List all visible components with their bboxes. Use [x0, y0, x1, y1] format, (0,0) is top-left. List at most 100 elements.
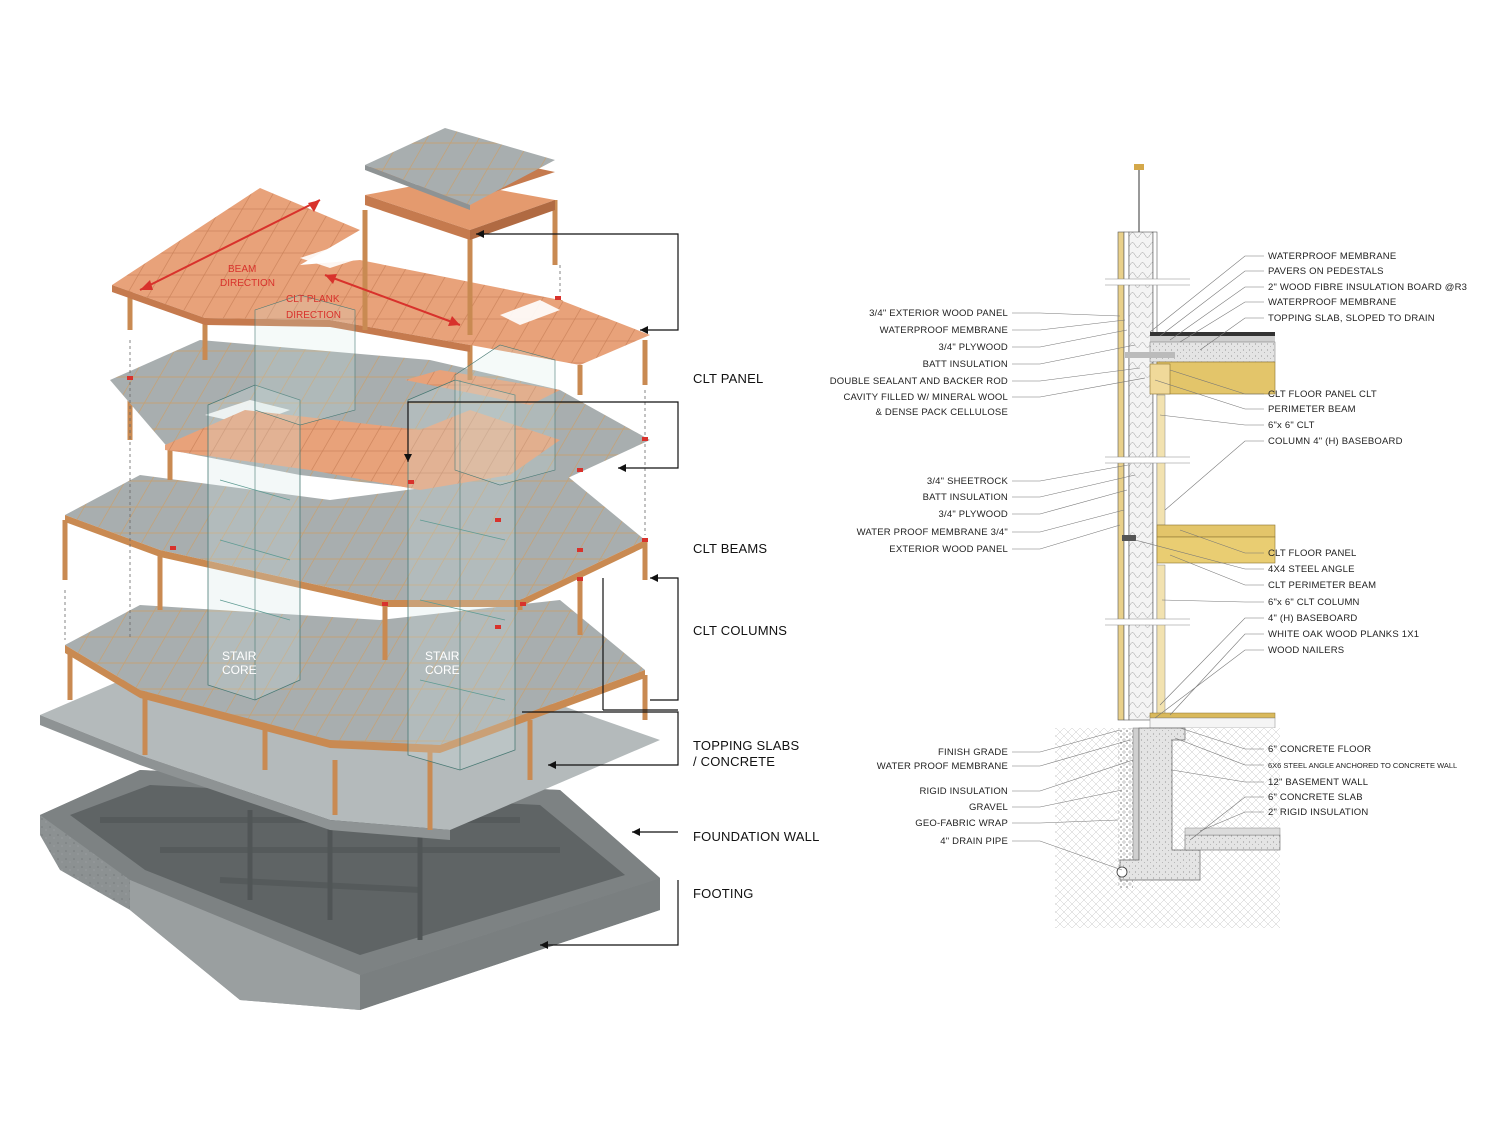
section-left-leader: [1012, 312, 1121, 317]
section-left-leader: [1012, 759, 1134, 792]
section-left-labels: 3/4" EXTERIOR WOOD PANEL WATERPROOF MEMBR…: [830, 308, 1009, 847]
label-foundation-wall: FOUNDATION WALL: [693, 829, 820, 844]
section-left-leader: [1012, 329, 1128, 348]
section-left-label: WATER PROOF MEMBRANE: [877, 761, 1008, 772]
section-right-leader: [1134, 539, 1264, 570]
section-right-leader: [1154, 379, 1264, 410]
section-left-label: DOUBLE SEALANT AND BACKER ROD: [830, 376, 1008, 387]
section-left-label: 4" DRAIN PIPE: [940, 836, 1008, 847]
clt-beam-layer: [165, 370, 560, 490]
section-right-leader: [1149, 255, 1264, 333]
section-left-label: BATT INSULATION: [923, 359, 1008, 370]
section-right-label: CLT FLOOR PANEL: [1268, 548, 1357, 559]
section-left-label: GRAVEL: [969, 802, 1008, 813]
section-left-leader: [1012, 474, 1136, 498]
label-clt-panel: CLT PANEL: [693, 371, 763, 386]
section-left-label: 3/4" PLYWOOD: [939, 342, 1008, 353]
section-right-label: 6" CONCRETE SLAB: [1268, 792, 1363, 803]
roof-clt-panel: [112, 188, 650, 395]
section-right-leader: [1154, 649, 1264, 719]
beam-direction-label-2: DIRECTION: [220, 278, 275, 289]
section-left-leader: [1012, 367, 1141, 382]
section-left-label: EXTERIOR WOOD PANEL: [889, 544, 1008, 555]
section-right-label: 2" RIGID INSULATION: [1268, 807, 1368, 818]
section-left-leader: [1012, 464, 1129, 482]
section-right-leader: [1199, 317, 1264, 351]
beam-direction-arrow: BEAM DIRECTION: [139, 199, 321, 291]
section-left-leader: [1012, 524, 1121, 550]
section-right-label: CLT FLOOR PANEL CLT: [1268, 389, 1377, 400]
section-right-leader: [1179, 301, 1264, 343]
section-left-label: WATER PROOF MEMBRANE 3/4": [857, 527, 1008, 538]
section-right-leader: [1171, 769, 1264, 783]
section-right-leader: [1161, 599, 1264, 603]
section-right-label: COLUMN 4" (H) BASEBOARD: [1268, 436, 1403, 447]
section-right-label: 12" BASEMENT WALL: [1268, 777, 1368, 788]
section-right-labels: WATERPROOF MEMBRANE PAVERS ON PEDESTALS 2"…: [1268, 251, 1467, 818]
level2-floor: [62, 470, 648, 660]
section-left-leader: [1012, 489, 1128, 515]
section-left-leader: [1012, 789, 1123, 808]
plank-direction-label-1: CLT PLANK: [286, 294, 340, 305]
label-clt-columns: CLT COLUMNS: [693, 623, 787, 638]
section-left-label: WATERPROOF MEMBRANE: [880, 325, 1008, 336]
section-right-leader: [1169, 554, 1264, 586]
exploded-axonometric: BEAM DIRECTION CLT PLANK DIRECTION STAIR…: [40, 128, 820, 1010]
section-left-label: CAVITY FILLED W/ MINERAL WOOL: [843, 392, 1008, 403]
section-left-label: 3/4" PLYWOOD: [939, 509, 1008, 520]
section-right-label: WATERPROOF MEMBRANE: [1268, 297, 1396, 308]
section-right-label: 4" (H) BASEBOARD: [1268, 613, 1357, 624]
section-right-leader: [1174, 737, 1264, 766]
section-left-label: & DENSE PACK CELLULOSE: [875, 407, 1008, 418]
plank-direction-label-2: DIRECTION: [286, 310, 341, 321]
stair-core-mid: [254, 294, 556, 486]
section-right-label: 6"x 6" CLT COLUMN: [1268, 597, 1360, 608]
foundation-wall-shape: [40, 770, 660, 1010]
section-right-label: WHITE OAK WOOD PLANKS 1X1: [1268, 629, 1419, 640]
section-left-label: 3/4" SHEETROCK: [927, 476, 1009, 487]
section-left-leader: [1012, 819, 1119, 824]
section-left-label: FINISH GRADE: [938, 747, 1008, 758]
axon-leader-lines: [404, 230, 679, 949]
section-right-label: PAVERS ON PEDESTALS: [1268, 266, 1384, 277]
section-leader-lines: [1012, 255, 1264, 871]
section-right-leader: [1199, 811, 1264, 832]
label-topping-slabs: TOPPING SLABS: [693, 738, 800, 753]
stair-core-label-left-1: STAIR: [222, 649, 257, 663]
section-right-leader: [1164, 440, 1264, 511]
section-left-leader: [1012, 509, 1125, 533]
stair-core-label-right-1: STAIR: [425, 649, 460, 663]
label-footing: FOOTING: [693, 886, 754, 901]
section-left-label: RIGID INSULATION: [919, 786, 1008, 797]
section-right-label: WATERPROOF MEMBRANE: [1268, 251, 1396, 262]
plank-direction-arrow: CLT PLANK DIRECTION: [286, 274, 461, 326]
section-right-label: 4X4 STEEL ANGLE: [1268, 564, 1355, 575]
section-right-label: 6X6 STEEL ANGLE ANCHORED TO CONCRETE WAL…: [1268, 761, 1457, 770]
section-right-leader: [1179, 727, 1264, 750]
section-right-label: 6"x 6" CLT: [1268, 420, 1315, 431]
section-left-label: 3/4" EXTERIOR WOOD PANEL: [869, 308, 1008, 319]
section-left-label: BATT INSULATION: [923, 492, 1008, 503]
section-right-leader: [1169, 633, 1264, 716]
section-right-label: PERIMETER BEAM: [1268, 404, 1356, 415]
connection-markers: [127, 296, 648, 629]
label-clt-beams: CLT BEAMS: [693, 541, 767, 556]
section-right-leader: [1169, 286, 1264, 341]
label-concrete: / CONCRETE: [693, 754, 775, 769]
section-left-leader: [1012, 739, 1131, 767]
section-right-label: 6" CONCRETE FLOOR: [1268, 744, 1371, 755]
projection-lines: [64, 265, 646, 640]
stair-core-label-right-2: CORE: [425, 663, 460, 677]
section-right-leader: [1189, 796, 1264, 841]
section-right-leader: [1159, 617, 1264, 706]
section-right-leader: [1159, 270, 1264, 337]
section-right-leader: [1169, 369, 1264, 395]
section-left-leader: [1012, 344, 1136, 365]
beam-direction-label-1: BEAM: [228, 264, 256, 275]
section-left-leader: [1012, 319, 1126, 331]
top-roof-slab: [365, 128, 555, 210]
wall-section-detail: [1050, 164, 1285, 928]
section-left-leader: [1012, 729, 1121, 753]
section-right-label: WOOD NAILERS: [1268, 645, 1344, 656]
